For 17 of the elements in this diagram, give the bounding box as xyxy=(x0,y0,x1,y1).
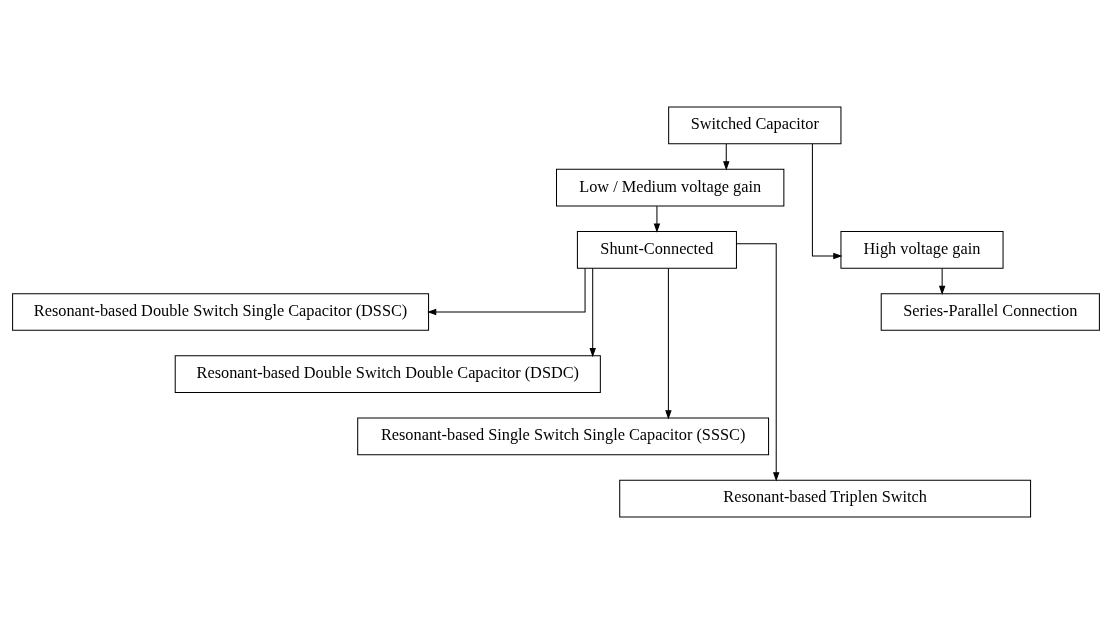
arrow xyxy=(736,242,780,481)
node-box: High voltage gain xyxy=(840,230,1004,269)
arrow xyxy=(589,267,596,357)
node-box: Series-Parallel Connection xyxy=(880,292,1100,331)
node-box: Resonant-based Double Switch Single Capacitor (DSSC) xyxy=(12,292,430,331)
arrow xyxy=(653,205,661,233)
node-box: Resonant-based Double Switch Double Capacitor (DSDC) xyxy=(174,354,601,393)
arrow xyxy=(427,267,586,315)
arrow xyxy=(723,143,730,170)
node-box: Resonant-based Single Switch Single Capacitor (SSSC) xyxy=(357,417,770,455)
arrow xyxy=(938,267,946,295)
arrow xyxy=(665,267,672,419)
node-box: Shunt-Connected xyxy=(576,230,737,269)
node-box: Resonant-based Triplen Switch xyxy=(619,479,1032,517)
node-box: Low / Medium voltage gain xyxy=(556,168,785,206)
node-box: Switched Capacitor xyxy=(668,106,842,144)
arrow xyxy=(811,142,843,259)
